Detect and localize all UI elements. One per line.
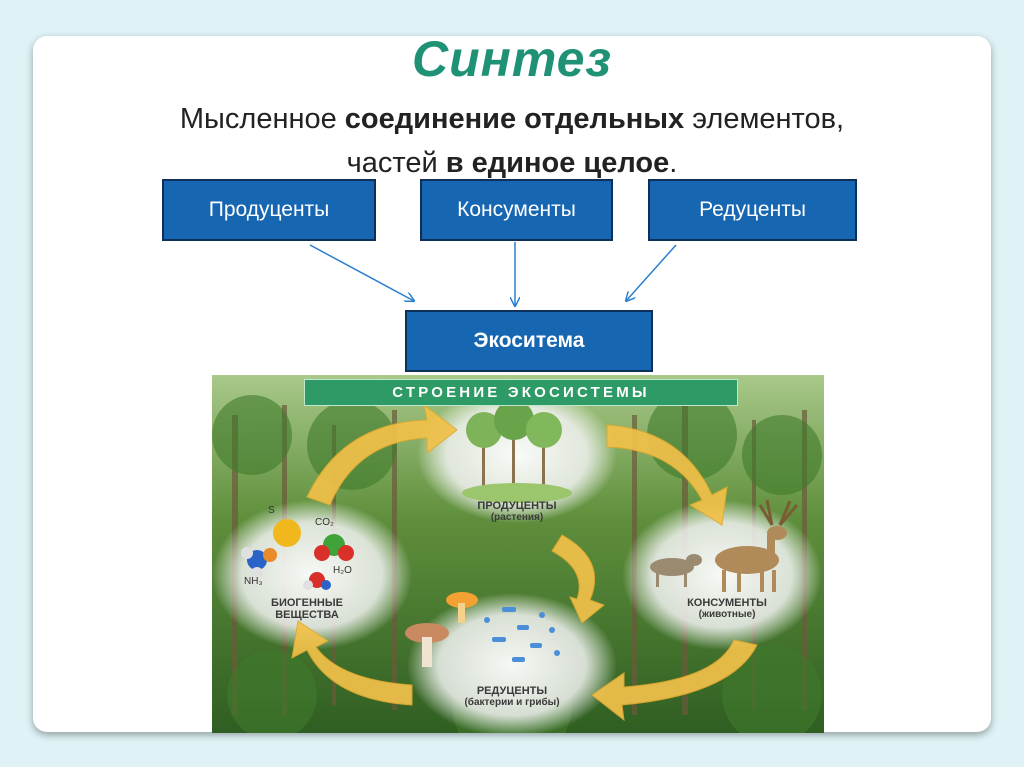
chem-nh3: NH₃	[244, 576, 263, 587]
cycle-arrow-bottom-left	[291, 620, 413, 706]
producers-caption-sub: (растения)	[490, 512, 544, 523]
chem-co2: CO₂	[315, 517, 334, 528]
definition-part4: частей	[346, 147, 446, 179]
biogenic-caption: БИОГЕННЫЕ ВЕЩЕСТВА	[252, 597, 362, 621]
arrow-producers-to-ecosystem	[309, 244, 414, 301]
cycle-arrow-center	[551, 534, 606, 624]
mushrooms-and-bacteria	[405, 592, 560, 667]
reducers-box: Редуценты	[648, 179, 857, 241]
ecosystem-box: Экоситема	[405, 310, 653, 372]
definition-part1: Мысленное	[179, 103, 345, 135]
reducers-caption-sub: (бактерии и грибы)	[464, 697, 560, 708]
chem-h2o: H₂O	[333, 565, 352, 576]
producers-box: Продуценты	[162, 179, 376, 241]
consumers-caption-label: КОНСУМЕНТЫ	[687, 597, 767, 609]
arrow-reducers-to-ecosystem	[626, 244, 677, 301]
consumers-caption: КОНСУМЕНТЫ (животные)	[662, 597, 792, 621]
consumers-caption-sub: (животные)	[698, 609, 756, 620]
cycle-arrows	[291, 403, 758, 722]
definition-part3: элементов,	[684, 103, 845, 135]
picture-banner: СТРОЕНИЕ ЭКОСИСТЕМЫ	[304, 379, 738, 406]
cycle-arrow-top-left	[306, 403, 458, 506]
biogenic-caption-line2: ВЕЩЕСТВА	[275, 609, 339, 621]
definition-part2: соединение отдельных	[344, 103, 685, 135]
producers-caption-label: ПРОДУЦЕНТЫ	[477, 500, 557, 512]
biogenic-caption-line1: БИОГЕННЫЕ	[271, 597, 343, 609]
cycle-arrow-bottom-right	[591, 639, 758, 722]
ecosystem-picture: СТРОЕНИЕ ЭКОСИСТЕМЫ ПРОДУЦЕНТЫ (растения…	[212, 375, 824, 733]
deer-and-wolf	[650, 499, 799, 592]
definition-part6: .	[669, 147, 678, 179]
producer-trees	[462, 400, 572, 503]
definition-text: Мысленное соединение отдельных элементов…	[40, 97, 984, 185]
reducers-caption: РЕДУЦЕНТЫ (бактерии и грибы)	[437, 685, 587, 709]
ecosystem-illustration	[212, 375, 824, 733]
molecules	[241, 519, 354, 590]
reducers-caption-label: РЕДУЦЕНТЫ	[476, 685, 548, 697]
cycle-arrow-top-right	[606, 424, 728, 526]
reducers-circle	[407, 593, 617, 733]
definition-part5: в единое целое	[445, 147, 670, 179]
slide-title: Синтез	[412, 31, 612, 87]
producers-caption: ПРОДУЦЕНТЫ (растения)	[452, 500, 582, 524]
consumers-box: Консументы	[420, 179, 613, 241]
chem-s: S	[268, 505, 275, 516]
